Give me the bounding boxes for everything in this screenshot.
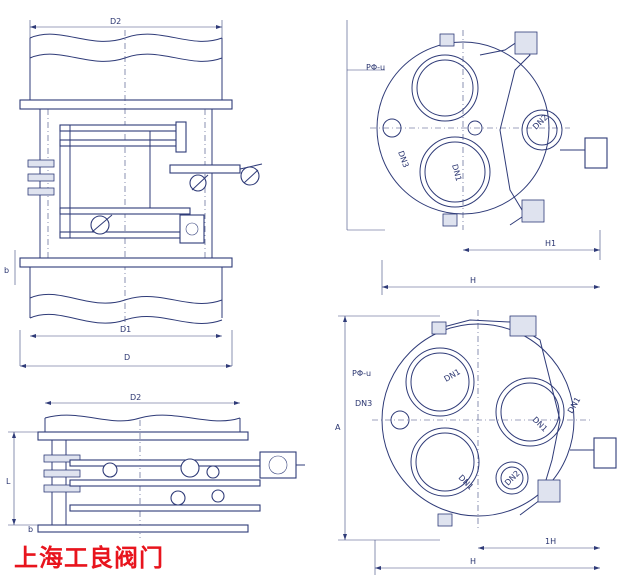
dim-d2-label: D2: [110, 17, 121, 26]
dim-b-label: b: [4, 266, 9, 275]
dim-d-label: D: [124, 353, 130, 362]
top-view-four-port: A PΦ-u DN3 DN1 DN1 DN1 DN1 DN2 1H H: [335, 310, 617, 575]
label-dn3: DN3: [396, 150, 410, 169]
label-dn1-c: DN1: [531, 415, 550, 434]
front-elevation-view: D2: [4, 17, 263, 368]
label-p-phi-u-2: PΦ-u: [352, 369, 371, 378]
dim-b-label-side: b: [28, 525, 33, 534]
dim-h1-label: H1: [545, 239, 556, 248]
label-dn1-b: DN1: [566, 396, 582, 415]
label-dn3-2: DN3: [355, 399, 372, 408]
dim-d1-label: D1: [120, 325, 131, 334]
dim-h-label-2: H: [470, 557, 476, 566]
dim-h-label: H: [470, 276, 476, 285]
label-dn1-a: DN1: [443, 367, 462, 383]
label-p-phi-u: PΦ-u: [366, 63, 385, 72]
dim-a-label: A: [335, 423, 341, 432]
dim-l-label: L: [6, 477, 11, 486]
top-view-three-port: PΦ-u DN3 DN2 DN1 H1 H: [346, 20, 608, 295]
side-elevation-view: D2 L b: [6, 393, 305, 538]
brand-watermark: 上海工良阀门: [14, 544, 164, 572]
label-dn1: DN1: [450, 163, 463, 182]
dim-d2-label-side: D2: [130, 393, 141, 402]
label-dn2-2: DN2: [503, 469, 522, 488]
dim-1h-label: 1H: [545, 537, 556, 546]
